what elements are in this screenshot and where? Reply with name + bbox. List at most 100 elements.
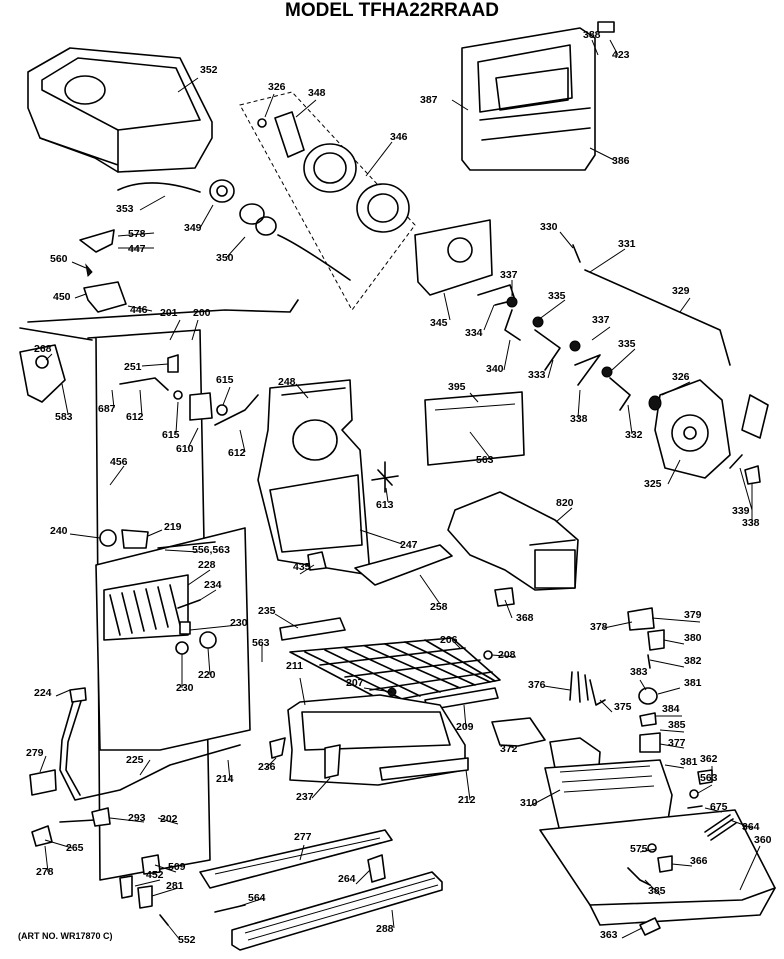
part-label: 578 <box>128 228 146 240</box>
part-label: 360 <box>754 834 772 846</box>
part-label: 234 <box>204 579 222 591</box>
leader-line <box>141 363 169 367</box>
leader-line <box>627 404 633 435</box>
part-label: 251 <box>124 361 142 373</box>
leader-line <box>611 348 636 371</box>
part-label: 230 <box>230 617 248 629</box>
leader-line <box>577 389 581 419</box>
part-label: 820 <box>556 497 574 509</box>
leader-line <box>663 639 685 645</box>
drip-pan <box>287 694 469 786</box>
part-label: 228 <box>198 559 216 571</box>
part-label: 211 <box>286 660 303 672</box>
leader-line <box>167 924 181 941</box>
part-label: 340 <box>486 363 504 375</box>
part-label: 345 <box>430 317 448 329</box>
leader-line <box>39 755 47 773</box>
part-label: 386 <box>612 155 630 167</box>
part-label: 447 <box>128 243 146 255</box>
bottom-left-parts <box>31 807 169 926</box>
part-label: 563 <box>476 454 494 466</box>
art-number: (ART NO. WR17870 C) <box>18 931 113 941</box>
part-label: 325 <box>644 478 662 490</box>
leader-line <box>55 689 71 697</box>
part-label: 335 <box>548 290 566 302</box>
part-label: 329 <box>672 285 690 297</box>
part-label: 560 <box>50 253 68 265</box>
part-label: 335 <box>618 338 636 350</box>
leader-line <box>274 613 299 629</box>
leader-line <box>649 659 685 668</box>
dispenser-door-frame <box>461 21 615 171</box>
part-label: 339 <box>732 505 750 517</box>
leader-line <box>151 887 179 897</box>
leader-line <box>299 564 315 575</box>
leader-line <box>164 549 199 553</box>
part-label: 380 <box>684 632 702 644</box>
leader-line <box>739 845 761 891</box>
leader-lines <box>39 39 761 941</box>
part-label: 224 <box>34 687 52 699</box>
part-label: 348 <box>308 87 326 99</box>
leader-line <box>483 304 495 331</box>
part-label: 350 <box>216 252 234 264</box>
leader-line <box>453 641 461 649</box>
part-label: 675 <box>710 801 728 813</box>
part-label: 278 <box>36 866 54 878</box>
part-label: 326 <box>268 81 286 93</box>
part-label: 353 <box>116 203 134 215</box>
leader-line <box>729 819 753 829</box>
leader-line <box>603 621 633 629</box>
part-label: 214 <box>216 773 234 785</box>
part-label: 575 <box>630 843 648 855</box>
leader-line <box>109 817 145 823</box>
part-label: 293 <box>128 812 146 824</box>
leader-line <box>667 459 681 485</box>
leader-line <box>139 759 151 776</box>
leader-line <box>295 383 309 399</box>
part-label: 288 <box>376 923 394 935</box>
leader-line <box>175 401 179 434</box>
part-label: 247 <box>400 539 418 551</box>
part-label: 384 <box>662 703 680 715</box>
part-label: 556,563 <box>192 544 230 556</box>
leader-line <box>239 897 265 907</box>
dispenser-motor <box>648 379 769 479</box>
leader-line <box>639 679 647 691</box>
part-label: 248 <box>278 376 296 388</box>
part-label: 258 <box>430 601 448 613</box>
part-label: 277 <box>294 831 312 843</box>
part-label: 338 <box>742 517 760 529</box>
part-label: 376 <box>528 679 546 691</box>
leader-line <box>659 729 685 733</box>
part-label: 366 <box>690 855 708 867</box>
part-label: 377 <box>668 737 686 749</box>
leader-line <box>311 777 331 799</box>
part-label: 552 <box>178 934 196 946</box>
water-valve-parts <box>627 607 665 753</box>
part-label: 615 <box>216 374 234 386</box>
leader-line <box>469 431 491 459</box>
part-label: 564 <box>248 892 266 904</box>
leader-line <box>147 529 163 537</box>
part-label: 388 <box>583 29 601 41</box>
part-label: 349 <box>184 222 202 234</box>
leader-line <box>671 863 693 867</box>
leader-line <box>661 381 691 396</box>
auger <box>239 203 351 281</box>
leader-line <box>187 427 199 449</box>
leader-line <box>739 467 753 511</box>
leader-line <box>295 99 317 118</box>
icemaker <box>447 491 579 591</box>
leader-line <box>639 848 657 853</box>
part-label: 338 <box>570 413 588 425</box>
leader-line <box>264 93 275 118</box>
part-label: 364 <box>742 821 760 833</box>
part-label: 613 <box>376 499 394 511</box>
part-label: 383 <box>630 666 648 678</box>
leader-line <box>609 39 619 56</box>
part-label: 219 <box>164 521 182 533</box>
leader-line <box>599 699 613 713</box>
kick-plate-rail <box>199 829 393 889</box>
leader-line <box>363 687 393 693</box>
